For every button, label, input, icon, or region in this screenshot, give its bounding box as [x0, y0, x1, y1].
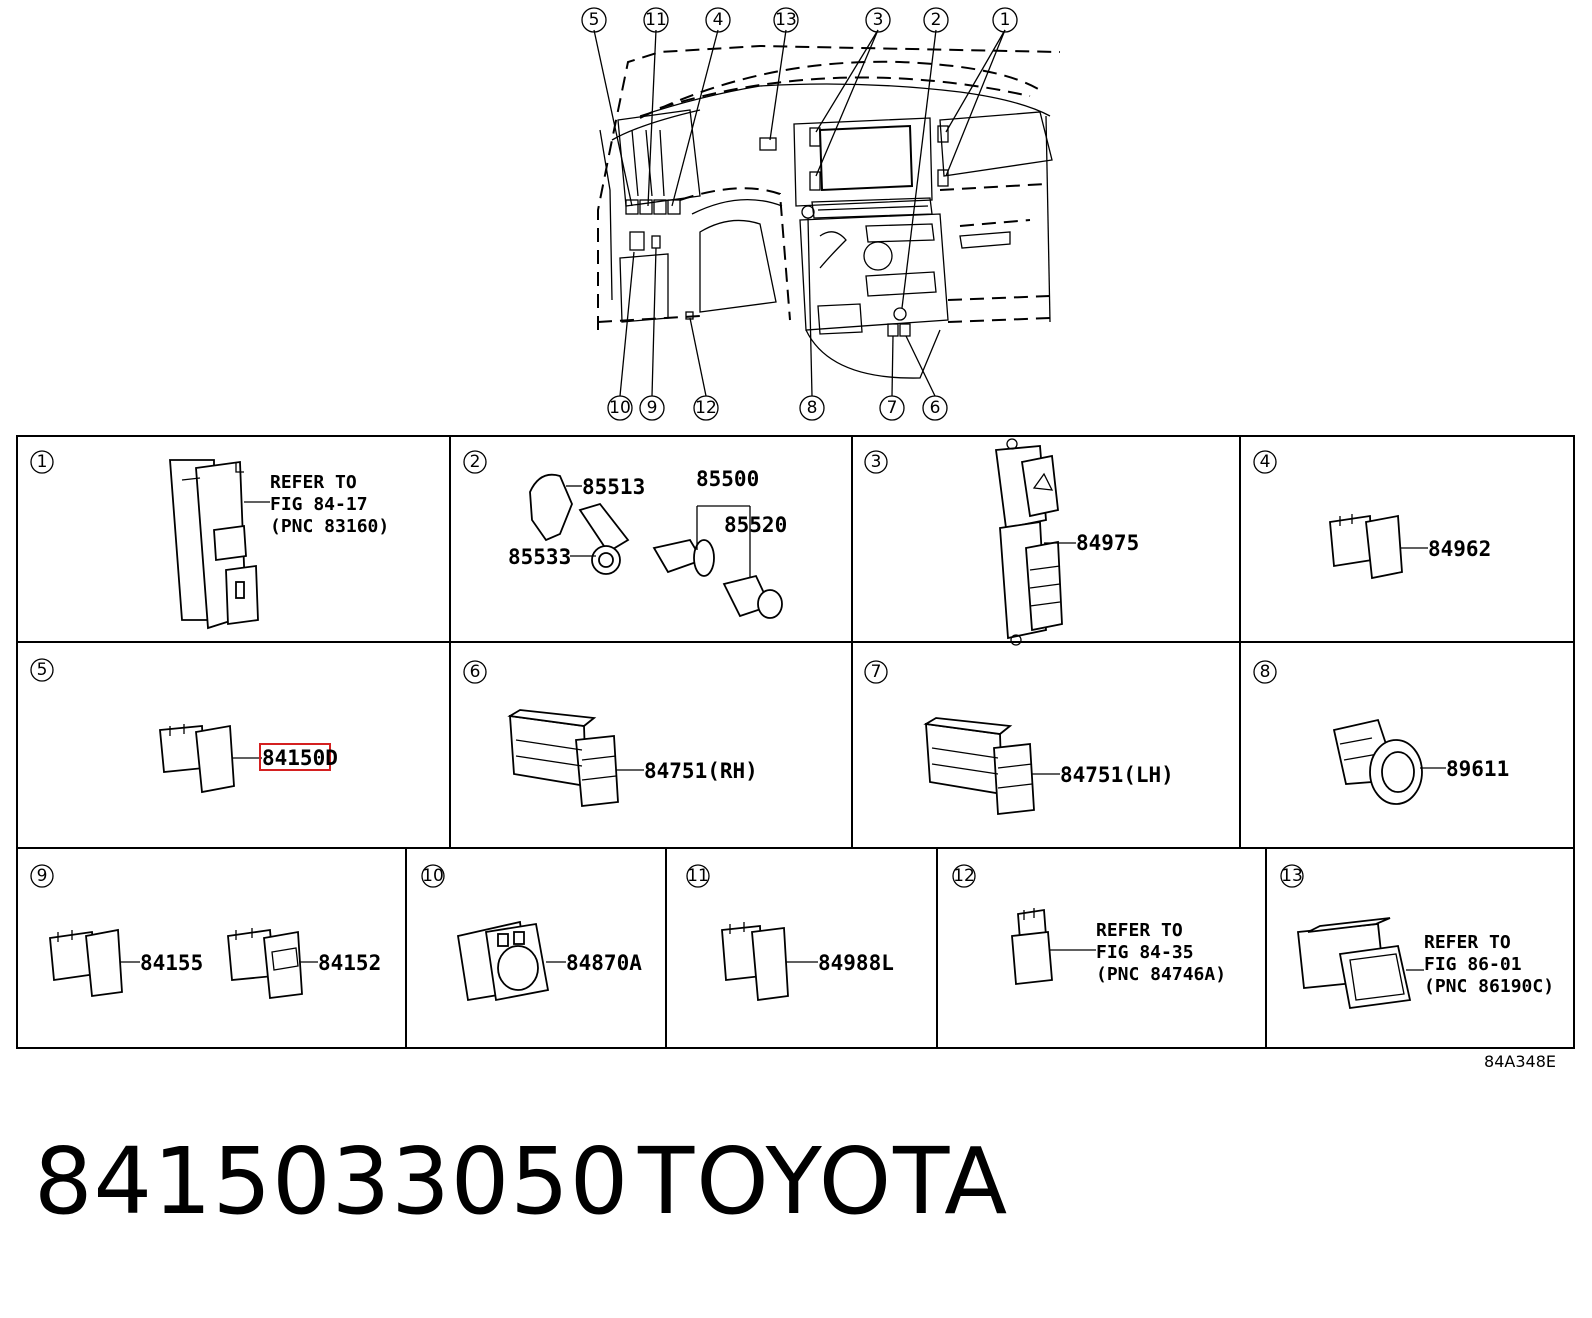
svg-text:(PNC 84746A): (PNC 84746A): [1096, 964, 1226, 985]
svg-text:12: 12: [953, 866, 975, 886]
svg-text:6: 6: [470, 662, 481, 682]
cell-9: 9 84155 84152: [30, 864, 381, 1000]
svg-text:FIG 84-35: FIG 84-35: [1096, 942, 1194, 963]
svg-text:84870A: 84870A: [566, 951, 642, 975]
svg-text:REFER TO: REFER TO: [1096, 920, 1183, 941]
brand-name: TOYOTA: [638, 1128, 1010, 1235]
switch-84988l-part: [721, 922, 789, 1002]
hazard-switch-part: [994, 438, 1063, 646]
svg-text:REFER TO: REFER TO: [1424, 932, 1511, 953]
svg-text:7: 7: [887, 398, 898, 418]
diagram-ref-code: 84A348E: [1484, 1052, 1556, 1071]
callout-13: 13: [773, 7, 799, 33]
svg-text:3: 3: [871, 452, 882, 472]
svg-text:13: 13: [1281, 866, 1303, 886]
svg-text:84975: 84975: [1076, 531, 1139, 555]
svg-text:4: 4: [713, 10, 724, 30]
svg-text:FIG 84-17: FIG 84-17: [270, 494, 368, 515]
callout-5: 5: [581, 7, 607, 33]
cell-8: 8 89611: [1253, 660, 1509, 805]
cell-7: 7 84751(LH): [864, 660, 1174, 815]
svg-text:9: 9: [647, 398, 658, 418]
part-number: 8415033050: [34, 1128, 630, 1235]
callout-6: 6: [922, 395, 948, 421]
callout-8: 8: [799, 395, 825, 421]
svg-text:3: 3: [873, 10, 884, 30]
svg-text:12: 12: [695, 398, 717, 418]
svg-text:5: 5: [589, 10, 600, 30]
combination-switch-part: [169, 459, 259, 630]
callout-12: 12: [693, 395, 719, 421]
svg-text:89611: 89611: [1446, 757, 1509, 781]
svg-text:1: 1: [37, 452, 48, 472]
svg-text:9: 9: [37, 866, 48, 886]
svg-text:84155: 84155: [140, 951, 203, 975]
svg-text:10: 10: [609, 398, 631, 418]
svg-text:5: 5: [37, 660, 48, 680]
svg-text:11: 11: [687, 866, 709, 886]
svg-text:(PNC 83160): (PNC 83160): [270, 516, 389, 537]
svg-text:13: 13: [775, 10, 797, 30]
cell-4: 4 84962: [1253, 450, 1491, 580]
svg-text:6: 6: [930, 398, 941, 418]
sensor-84746a-part: [1011, 908, 1053, 985]
svg-text:84751(RH): 84751(RH): [644, 759, 758, 783]
switch-84962-part: [1329, 514, 1403, 580]
svg-text:8: 8: [807, 398, 818, 418]
switch-89611-part: [1332, 718, 1423, 805]
svg-text:84988L: 84988L: [818, 951, 894, 975]
parts-grid: [16, 435, 1575, 1049]
svg-text:85520: 85520: [724, 513, 787, 537]
svg-text:2: 2: [470, 452, 481, 472]
svg-text:7: 7: [871, 662, 882, 682]
switch-84155-part: [49, 928, 123, 998]
svg-text:84152: 84152: [318, 951, 381, 975]
switch-84751-lh-part: [923, 717, 1035, 815]
cell-3: 3 84975: [864, 438, 1139, 646]
svg-text:REFER TO: REFER TO: [270, 472, 357, 493]
callout-9: 9: [639, 395, 665, 421]
cigarette-lighter-parts: [529, 473, 783, 619]
callout-1: 1: [992, 7, 1018, 33]
switch-84152-part: [227, 928, 303, 1000]
cell-11: 11 84988L: [686, 864, 894, 1002]
cell-10: 10 84870A: [421, 864, 642, 1002]
highlight-box: [259, 743, 331, 771]
cell-2: 2 85513 85500 85520 85533: [463, 450, 787, 619]
svg-text:11: 11: [645, 10, 667, 30]
switch-86190c-part: [1297, 917, 1412, 1010]
svg-text:85500: 85500: [696, 467, 759, 491]
svg-text:84962: 84962: [1428, 537, 1491, 561]
cell-6: 6 84751(RH): [463, 660, 758, 807]
svg-text:(PNC 86190C): (PNC 86190C): [1424, 976, 1554, 997]
callout-10: 10: [607, 395, 633, 421]
svg-text:4: 4: [1260, 452, 1271, 472]
callout-11: 11: [643, 7, 669, 33]
highlighted-part-label: 84150D: [262, 746, 338, 770]
callout-4: 4: [705, 7, 731, 33]
svg-text:8: 8: [1260, 662, 1271, 682]
dashboard-overview: 5 11 4 13 3 2 1 10 9 12 8 7 6: [581, 7, 1061, 421]
svg-text:2: 2: [931, 10, 942, 30]
cell-13: 13 REFER TO FIG 86-01 (PNC 86190C): [1280, 864, 1554, 1010]
cell-12: 12 REFER TO FIG 84-35 (PNC 84746A): [952, 864, 1226, 985]
callout-2: 2: [923, 7, 949, 33]
svg-text:85513: 85513: [582, 475, 645, 499]
svg-text:84751(LH): 84751(LH): [1060, 763, 1174, 787]
svg-text:FIG 86-01: FIG 86-01: [1424, 954, 1522, 975]
svg-text:10: 10: [422, 866, 444, 886]
switch-84751-rh-part: [507, 709, 619, 807]
mirror-switch-part: [456, 920, 550, 1002]
svg-text:1: 1: [1000, 10, 1011, 30]
svg-text:85533: 85533: [508, 545, 571, 569]
callout-7: 7: [879, 395, 905, 421]
callout-3: 3: [865, 7, 891, 33]
cell-1: 1 REFER TO FIG 84-17 (PNC 83160): [30, 450, 389, 630]
switch-84150d-part: [159, 724, 235, 794]
cell-5: 5 84150D: [30, 658, 338, 794]
